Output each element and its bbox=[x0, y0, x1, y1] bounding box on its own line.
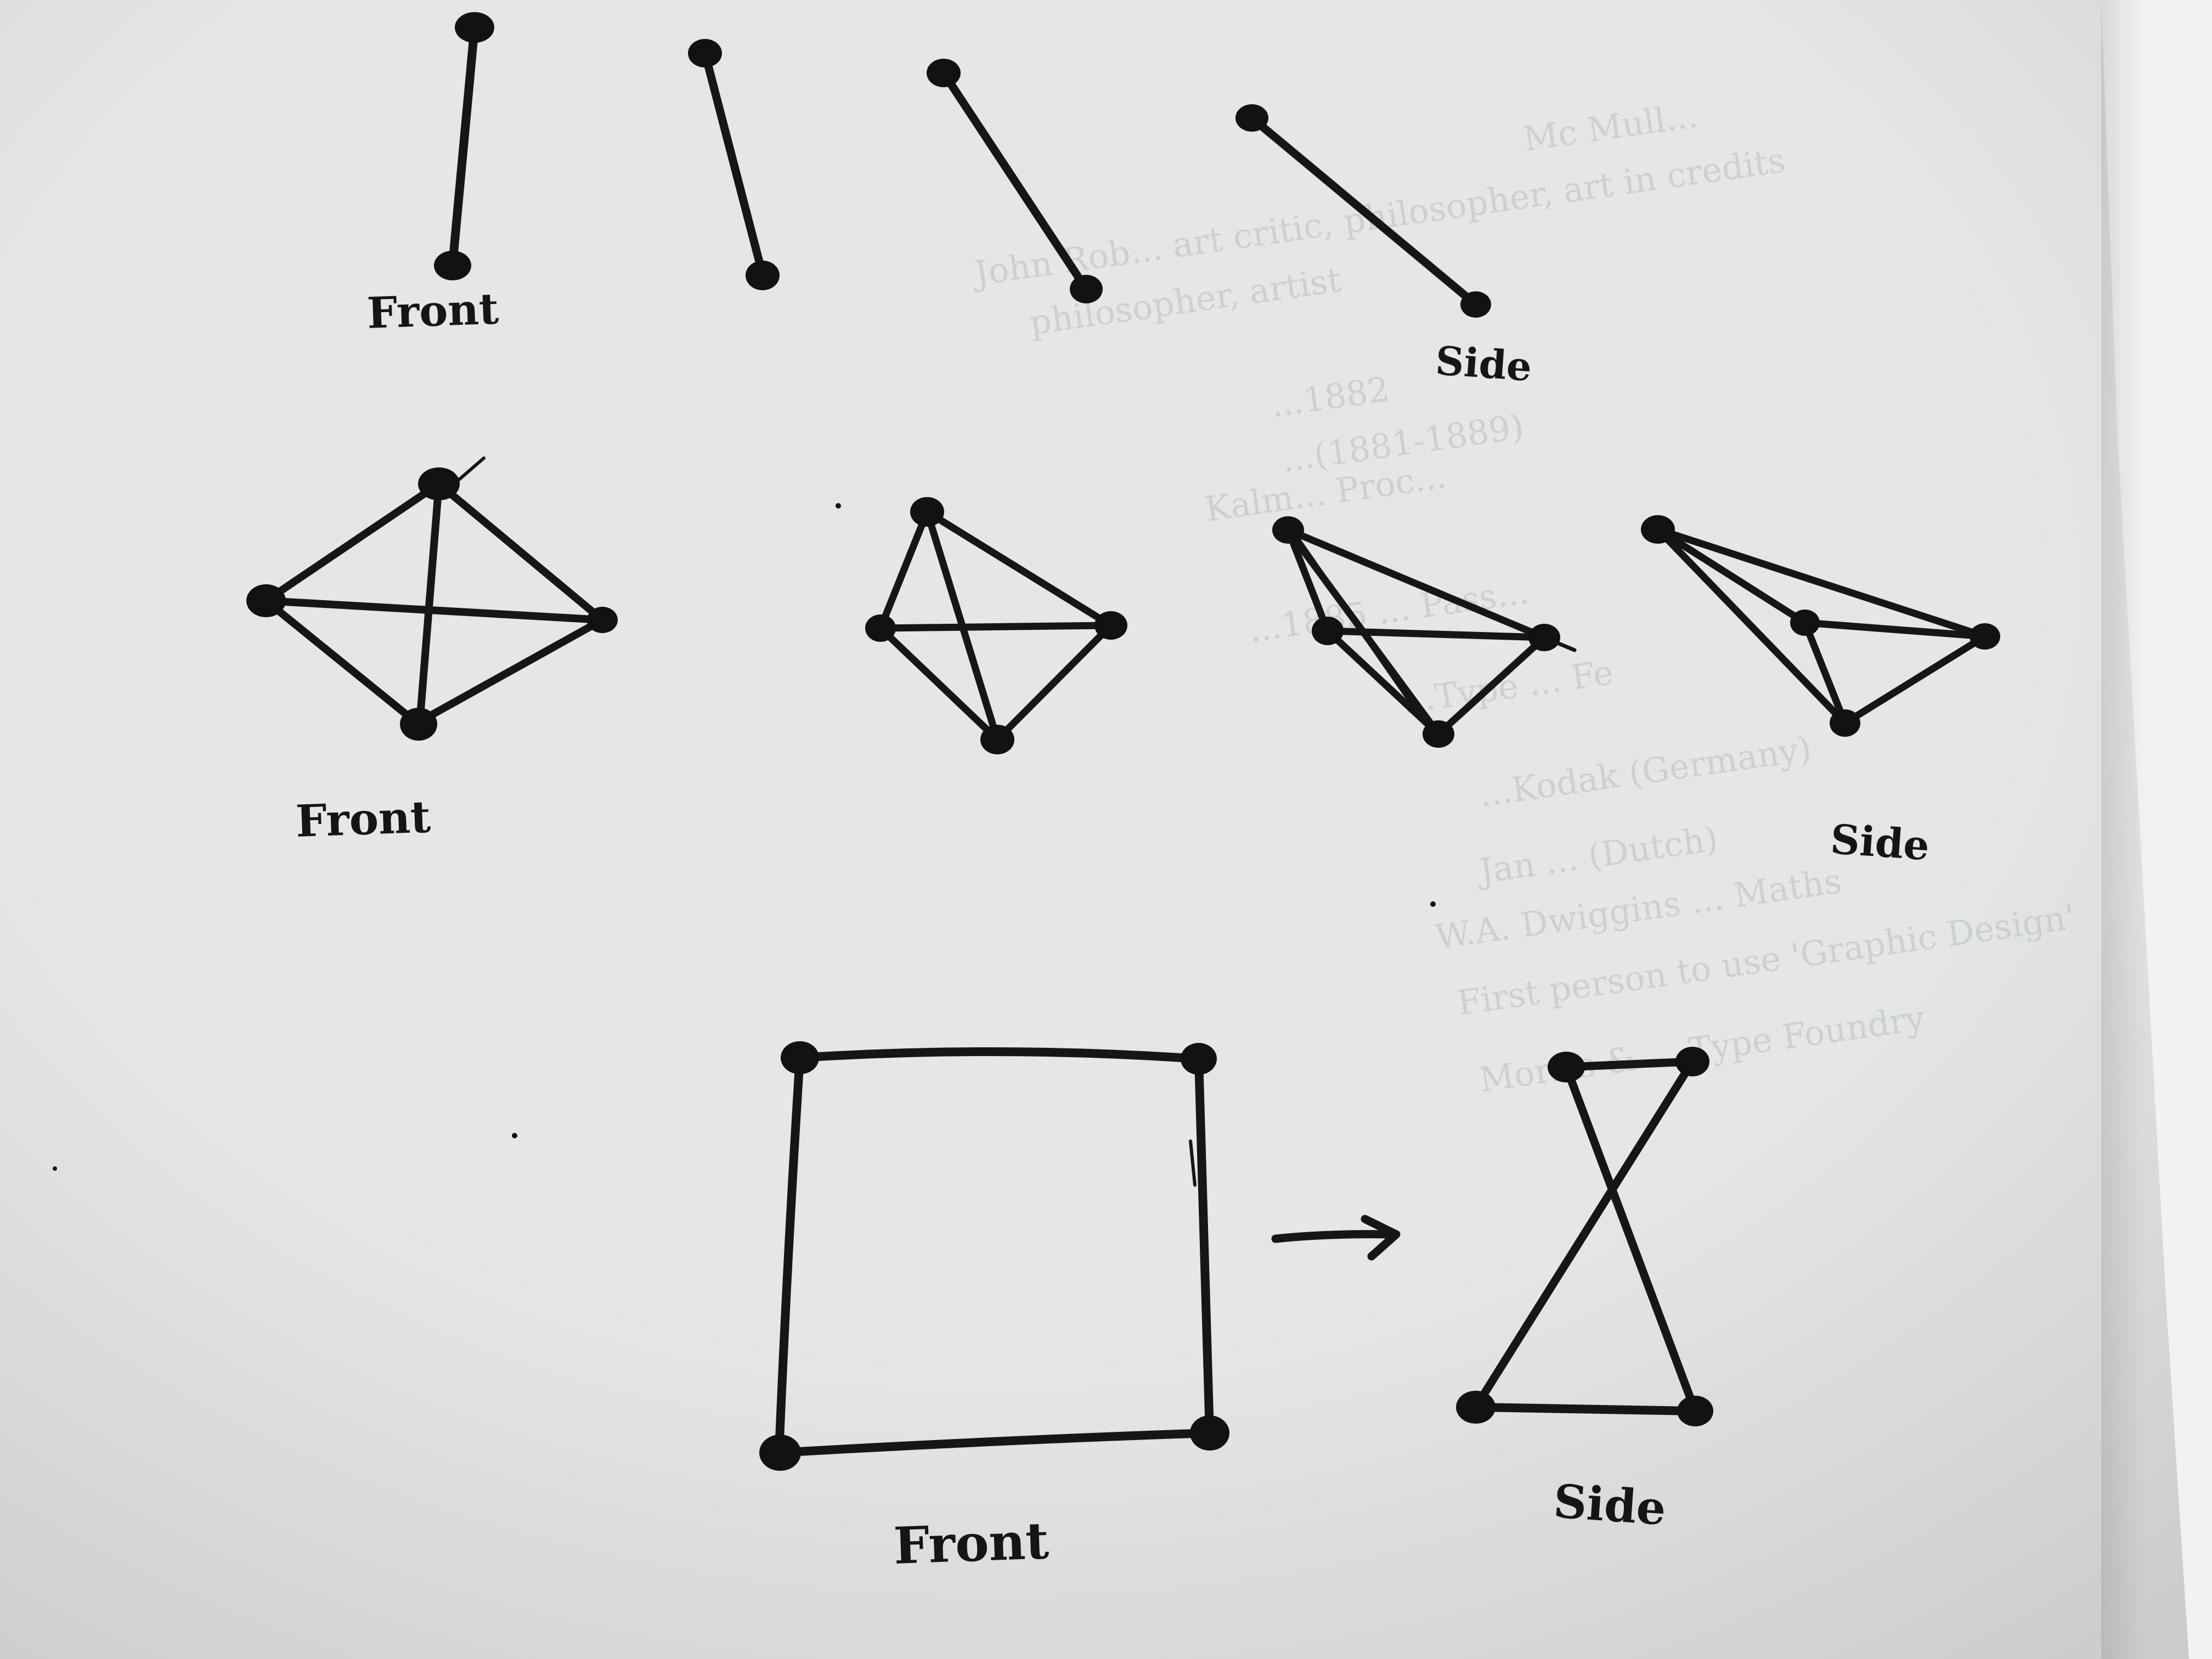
row1-front-label: Front bbox=[366, 284, 499, 338]
row1-line-step2 bbox=[688, 39, 780, 290]
row1-side-label: Side bbox=[1434, 337, 1533, 390]
row1-line-side bbox=[1235, 104, 1491, 318]
row3-square-front: Front bbox=[759, 1041, 1229, 1576]
row1-line-front bbox=[434, 12, 494, 280]
row2-side-label: Side bbox=[1829, 816, 1931, 870]
row1-line-step3 bbox=[927, 59, 1103, 303]
row3-hourglass-side: Side bbox=[1456, 1047, 1713, 1536]
row2-front-label: Front bbox=[295, 791, 431, 847]
row1-line-rotation: Front Side bbox=[366, 12, 1533, 390]
row2-tetra-step2 bbox=[865, 497, 1127, 754]
row3-square-rotation: Front Side bbox=[759, 1041, 1713, 1576]
row2-tetra-side: Side bbox=[1641, 515, 2000, 870]
page-edge-shadow bbox=[2101, 0, 2145, 1659]
row3-side-label: Side bbox=[1552, 1474, 1668, 1536]
row3-arrow bbox=[1271, 1215, 1401, 1261]
row2-tetra-step3 bbox=[1272, 516, 1577, 748]
row3-front-label: Front bbox=[893, 1511, 1050, 1576]
row2-tetrahedron-rotation: Front bbox=[246, 456, 2000, 870]
row2-tetra-front: Front bbox=[246, 456, 618, 847]
pen-specks bbox=[53, 503, 1436, 1171]
